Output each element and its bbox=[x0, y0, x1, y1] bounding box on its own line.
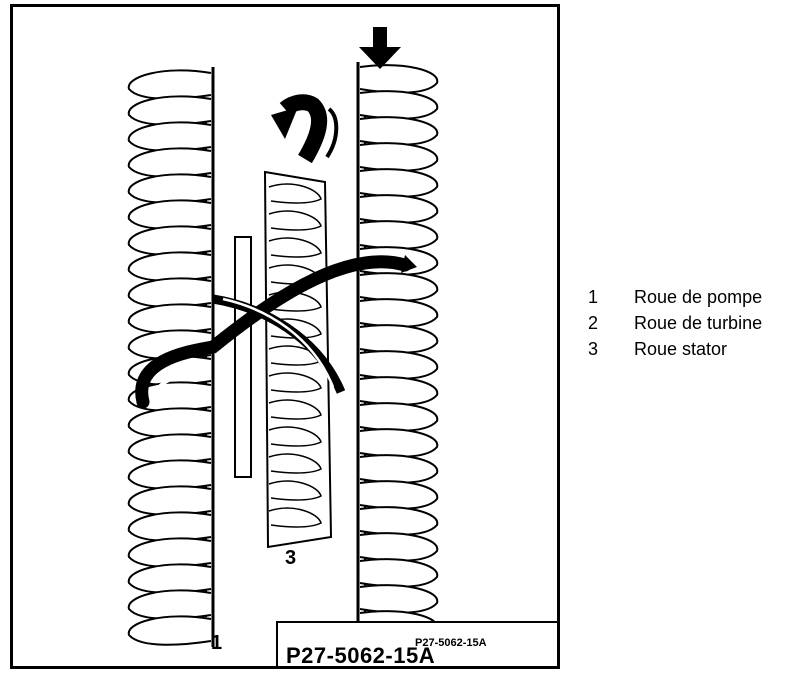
pump-blade bbox=[127, 615, 212, 646]
turbine-blade bbox=[359, 324, 439, 354]
pump-blade bbox=[127, 225, 212, 256]
pump-blade bbox=[127, 147, 212, 178]
pump-blade bbox=[127, 173, 212, 204]
turbine-blade bbox=[359, 116, 439, 146]
turbine-blade bbox=[359, 168, 439, 198]
legend-item: 1 Roue de pompe bbox=[588, 284, 762, 310]
stator-blade bbox=[268, 372, 322, 393]
legend: 1 Roue de pompe 2 Roue de turbine 3 Roue… bbox=[588, 284, 762, 362]
turbine-blade bbox=[359, 350, 439, 380]
stator-blade bbox=[268, 480, 322, 501]
pump-blade bbox=[127, 69, 212, 100]
pump-blade bbox=[127, 589, 212, 620]
turbine-blade bbox=[359, 428, 439, 458]
stator-blade bbox=[268, 210, 322, 231]
turbine-wheel bbox=[356, 62, 439, 647]
turbine-blade bbox=[359, 532, 439, 562]
pump-blade bbox=[127, 485, 212, 516]
callout-1: 1 bbox=[211, 632, 222, 654]
turbine-blade bbox=[359, 90, 439, 120]
pump-blade bbox=[127, 563, 212, 594]
turbine-blade bbox=[359, 64, 439, 94]
turbine-blade bbox=[359, 220, 439, 250]
turbine-blade bbox=[359, 298, 439, 328]
turbine-blade bbox=[359, 272, 439, 302]
figure-code-small: P27-5062-15A bbox=[415, 637, 487, 649]
stator-hub bbox=[234, 236, 252, 478]
pump-blade bbox=[127, 251, 212, 282]
stator-blade bbox=[268, 426, 322, 447]
stator-blade bbox=[268, 507, 322, 528]
pump-blade bbox=[127, 121, 212, 152]
turbine-blade bbox=[359, 558, 439, 588]
torque-converter-diagram: 1 2 3 bbox=[127, 27, 439, 654]
legend-number: 1 bbox=[588, 287, 599, 307]
turbine-blade bbox=[359, 194, 439, 224]
legend-text: Roue de pompe bbox=[634, 287, 763, 307]
stator-blade bbox=[268, 237, 322, 258]
turbine-blade bbox=[359, 376, 439, 406]
pump-blade bbox=[127, 511, 212, 542]
figure-code: P27-5062-15A bbox=[286, 643, 436, 668]
turbine-blade bbox=[359, 480, 439, 510]
pump-blade bbox=[127, 459, 212, 490]
legend-text: Roue stator bbox=[634, 339, 728, 359]
figure-code-box: P27-5062-15A P27-5062-15A bbox=[276, 621, 557, 668]
legend-item: 3 Roue stator bbox=[588, 336, 762, 362]
turbine-blade bbox=[359, 584, 439, 614]
turbine-blade bbox=[359, 402, 439, 432]
pump-blade bbox=[127, 95, 212, 126]
turbine-blade bbox=[359, 454, 439, 484]
legend-text: Roue de turbine bbox=[634, 313, 763, 333]
pump-blade bbox=[127, 303, 212, 334]
legend-item: 2 Roue de turbine bbox=[588, 310, 762, 336]
input-arrow bbox=[359, 27, 401, 69]
rotation-arrow bbox=[271, 94, 339, 164]
pump-wheel bbox=[127, 67, 215, 647]
pump-blade bbox=[127, 407, 212, 438]
legend-number: 3 bbox=[588, 339, 599, 359]
pump-blade bbox=[127, 433, 212, 464]
turbine-blade bbox=[359, 506, 439, 536]
stator-blade bbox=[268, 183, 322, 204]
callout-3: 3 bbox=[285, 547, 296, 569]
pump-blade bbox=[127, 277, 212, 308]
legend-number: 2 bbox=[588, 313, 599, 333]
pump-blade bbox=[127, 537, 212, 568]
stator-blade bbox=[268, 453, 322, 474]
flow-arrow bbox=[135, 255, 417, 409]
pump-blade bbox=[127, 199, 212, 230]
turbine-blade bbox=[359, 142, 439, 172]
diagram-frame: 1 2 3 P27-5062-15A P27-5062-15A bbox=[10, 4, 560, 669]
stator-blade bbox=[268, 399, 322, 420]
